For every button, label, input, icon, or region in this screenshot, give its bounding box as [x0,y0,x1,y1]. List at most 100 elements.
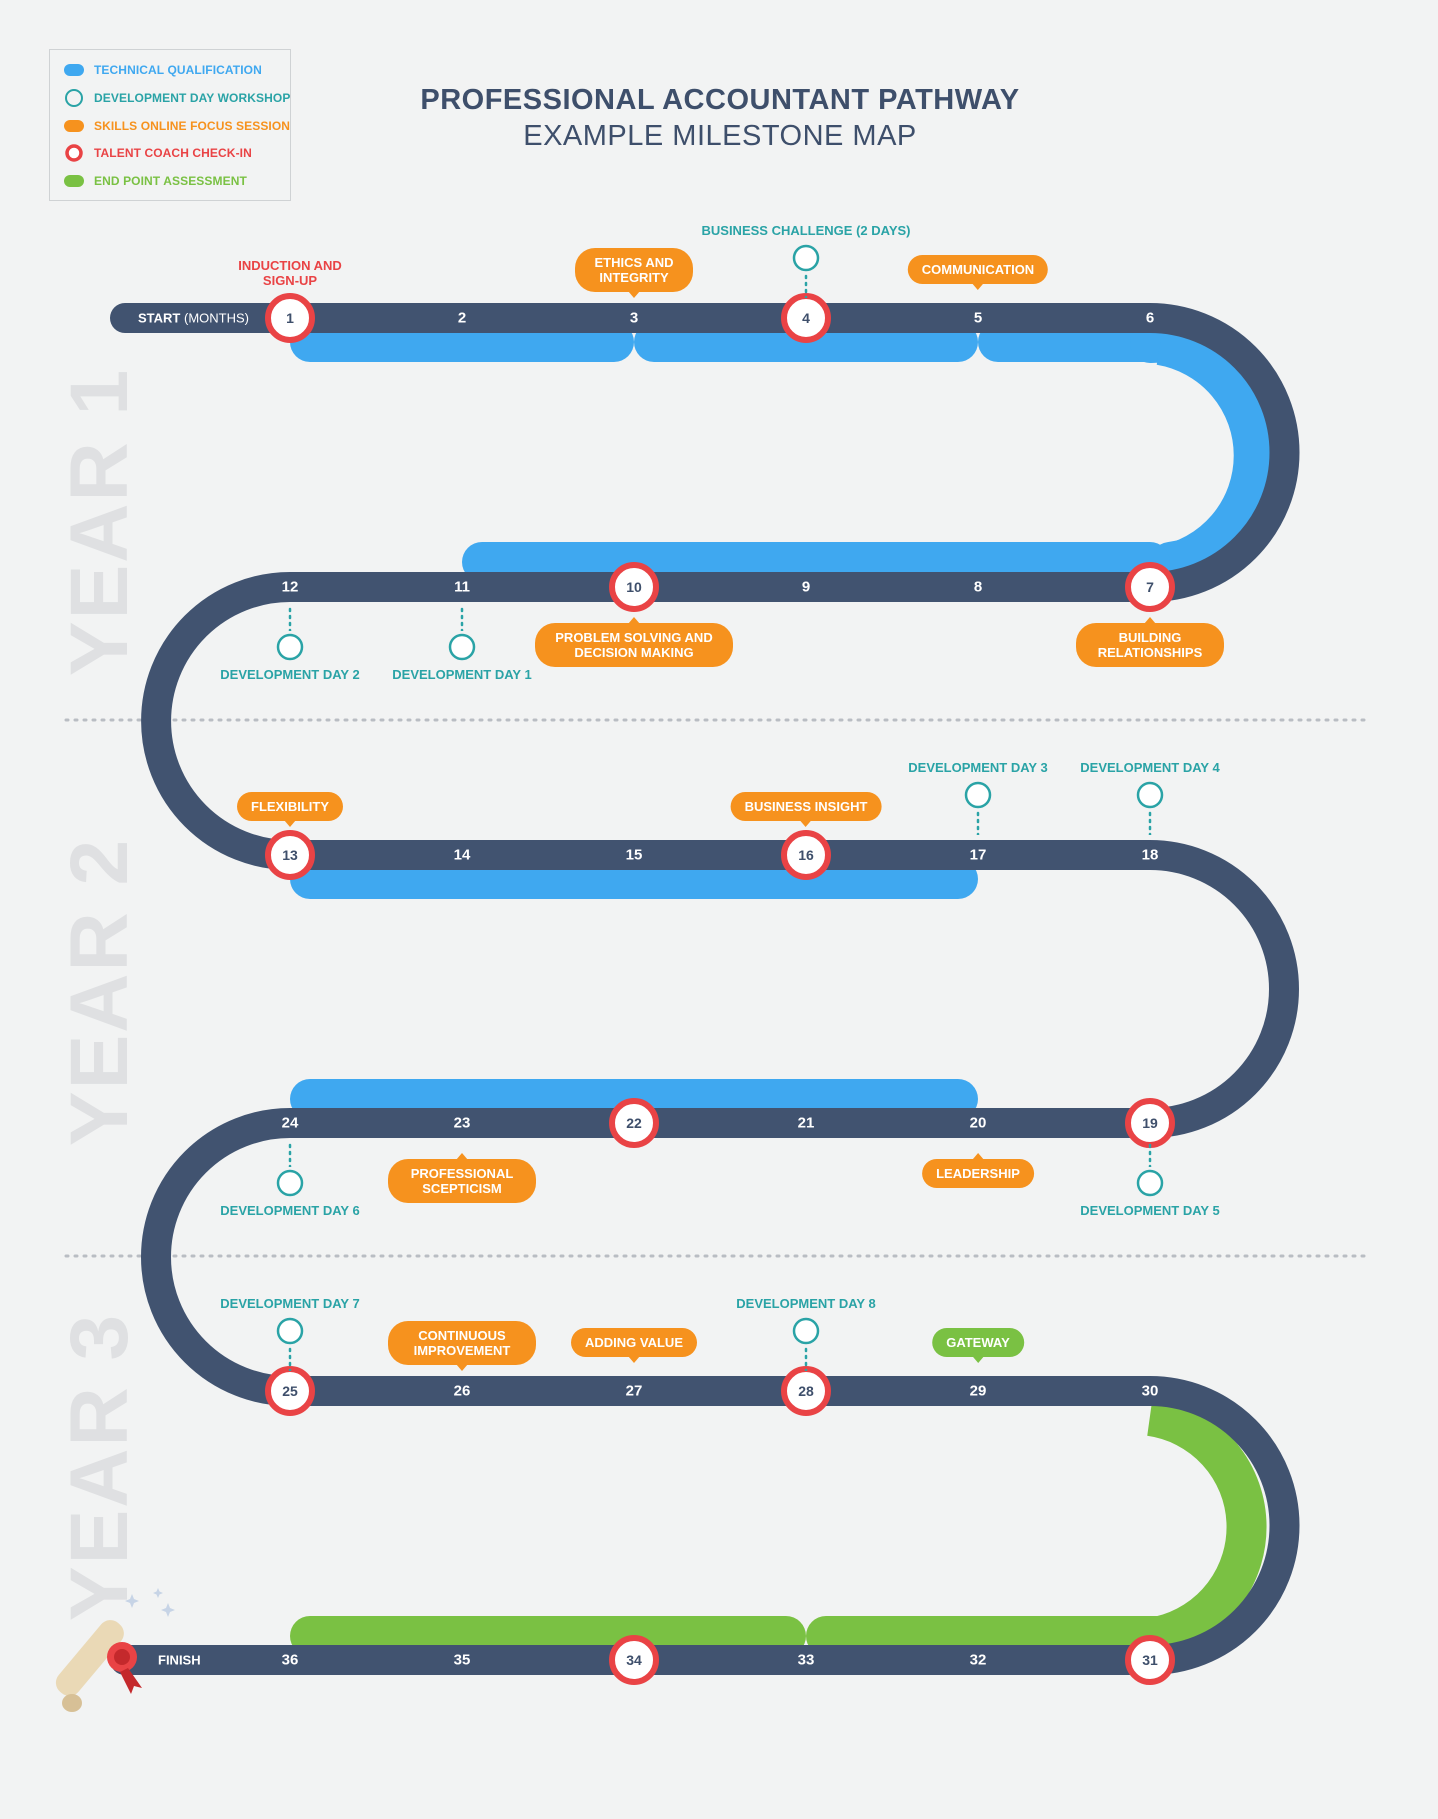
gateway-tag: GATEWAY [932,1328,1024,1363]
skills-session-tag: COMMUNICATION [907,255,1049,290]
legend-label: END POINT ASSESSMENT [94,174,247,188]
skills-session-tag: CONTINUOUS IMPROVEMENT [388,1321,536,1371]
workshop-connector [1148,1143,1152,1167]
year-dividers [64,718,1372,1258]
coach-ring-icon [64,144,84,162]
coach-checkin-marker: 22 [609,1098,659,1148]
workshop-label: DEVELOPMENT DAY 1 [392,667,532,682]
coach-checkin-marker: 1 [265,293,315,343]
year-label-2: YEAR 2 [54,837,145,1147]
skills-session-tag: PROBLEM SOLVING AND DECISION MAKING [535,617,733,667]
month-number: 8 [973,578,983,596]
skills-session-tag: ETHICS AND INTEGRITY [575,248,693,298]
month-number: 23 [453,1114,471,1132]
seal-ribbon [120,1668,142,1694]
skills-session-tag: BUSINESS INSIGHT [730,792,882,827]
coach-checkin-marker: 4 [781,293,831,343]
month-number: 17 [969,846,987,864]
legend-label: DEVELOPMENT DAY WORKSHOP [94,91,291,105]
skills-session-tag: LEADERSHIP [922,1153,1034,1188]
compass-icon [792,1317,820,1345]
month-number: 2 [457,309,467,327]
legend-item-workshop: DEVELOPMENT DAY WORKSHOP [64,88,290,108]
legend-item-epa: END POINT ASSESSMENT [64,171,247,191]
coach-checkin-marker: 25 [265,1366,315,1416]
month-number: 5 [973,309,983,327]
start-sub: (MONTHS) [180,310,249,326]
page-subtitle: EXAMPLE MILESTONE MAP [523,120,917,152]
coach-checkin-label: INDUCTION AND SIGN-UP [238,258,342,288]
year-label-1: YEAR 1 [54,367,145,677]
coach-checkin-marker: 31 [1125,1635,1175,1685]
finish-label: FINISH [158,1652,201,1668]
month-number: 11 [454,578,470,596]
month-number: 36 [281,1651,299,1669]
start-text: START [138,310,181,326]
workshop-label: DEVELOPMENT DAY 7 [220,1296,360,1311]
year-label-3: YEAR 3 [54,1312,145,1622]
coach-checkin-marker: 19 [1125,1098,1175,1148]
legend-item-coach: TALENT COACH CHECK-IN [64,143,252,163]
sparkle [161,1603,175,1617]
scroll-end [62,1694,82,1712]
workshop-label: DEVELOPMENT DAY 3 [908,760,1048,775]
skills-session-tag: BUILDING RELATIONSHIPS [1076,617,1224,667]
workshop-connector [288,1347,292,1371]
compass-icon [1136,1169,1164,1197]
compass-icon [276,1169,304,1197]
legend: TECHNICAL QUALIFICATION DEVELOPMENT DAY … [49,49,291,201]
page-title: PROFESSIONAL ACCOUNTANT PATHWAY [420,84,1020,116]
month-number: 18 [1141,846,1159,864]
month-number: 3 [629,309,639,327]
workshop-label: DEVELOPMENT DAY 2 [220,667,360,682]
month-number: 30 [1141,1382,1159,1400]
legend-item-skills: SKILLS ONLINE FOCUS SESSION [64,116,290,136]
coach-checkin-marker: 7 [1125,562,1175,612]
month-number: 29 [969,1382,987,1400]
month-number: 9 [801,578,811,596]
month-number: 33 [797,1651,815,1669]
compass-icon [1136,781,1164,809]
sparkle [153,1588,163,1598]
workshop-label: BUSINESS CHALLENGE (2 DAYS) [701,223,911,238]
month-number: 26 [453,1382,471,1400]
legend-label: SKILLS ONLINE FOCUS SESSION [94,119,291,133]
month-number: 27 [625,1382,643,1400]
workshop-compass-icon [64,89,84,107]
workshop-connector [1148,811,1152,835]
month-number: 15 [625,846,643,864]
epa-pill-icon [64,174,84,188]
workshop-connector [288,607,292,631]
road-path [110,303,1300,1675]
workshop-connector [460,607,464,631]
workshop-label: DEVELOPMENT DAY 8 [736,1296,876,1311]
skills-pill-icon [64,119,84,133]
coach-checkin-marker: 34 [609,1635,659,1685]
band-curve [1150,325,1274,586]
legend-item-technical: TECHNICAL QUALIFICATION [64,60,262,80]
coach-checkin-marker: 28 [781,1366,831,1416]
workshop-connector [288,1143,292,1167]
month-number: 14 [453,846,471,864]
month-number: 21 [797,1114,815,1132]
scroll-paper [55,1620,124,1696]
workshop-connector [804,274,808,298]
workshop-label: DEVELOPMENT DAY 4 [1080,760,1220,775]
coach-checkin-marker: 10 [609,562,659,612]
legend-label: TECHNICAL QUALIFICATION [94,63,262,77]
band-curve-green [1146,1396,1267,1656]
diploma-scroll-icon [55,1588,175,1712]
workshop-label: DEVELOPMENT DAY 6 [220,1203,360,1218]
skills-session-tag: FLEXIBILITY [237,792,343,827]
road-track [110,303,1300,1675]
month-number: 32 [969,1651,987,1669]
coach-checkin-marker: 16 [781,830,831,880]
compass-icon [276,1317,304,1345]
month-number: 35 [453,1651,471,1669]
month-number: 6 [1145,309,1155,327]
seal-center [114,1649,130,1665]
coach-checkin-marker: 13 [265,830,315,880]
compass-icon [276,633,304,661]
month-number: 20 [969,1114,987,1132]
